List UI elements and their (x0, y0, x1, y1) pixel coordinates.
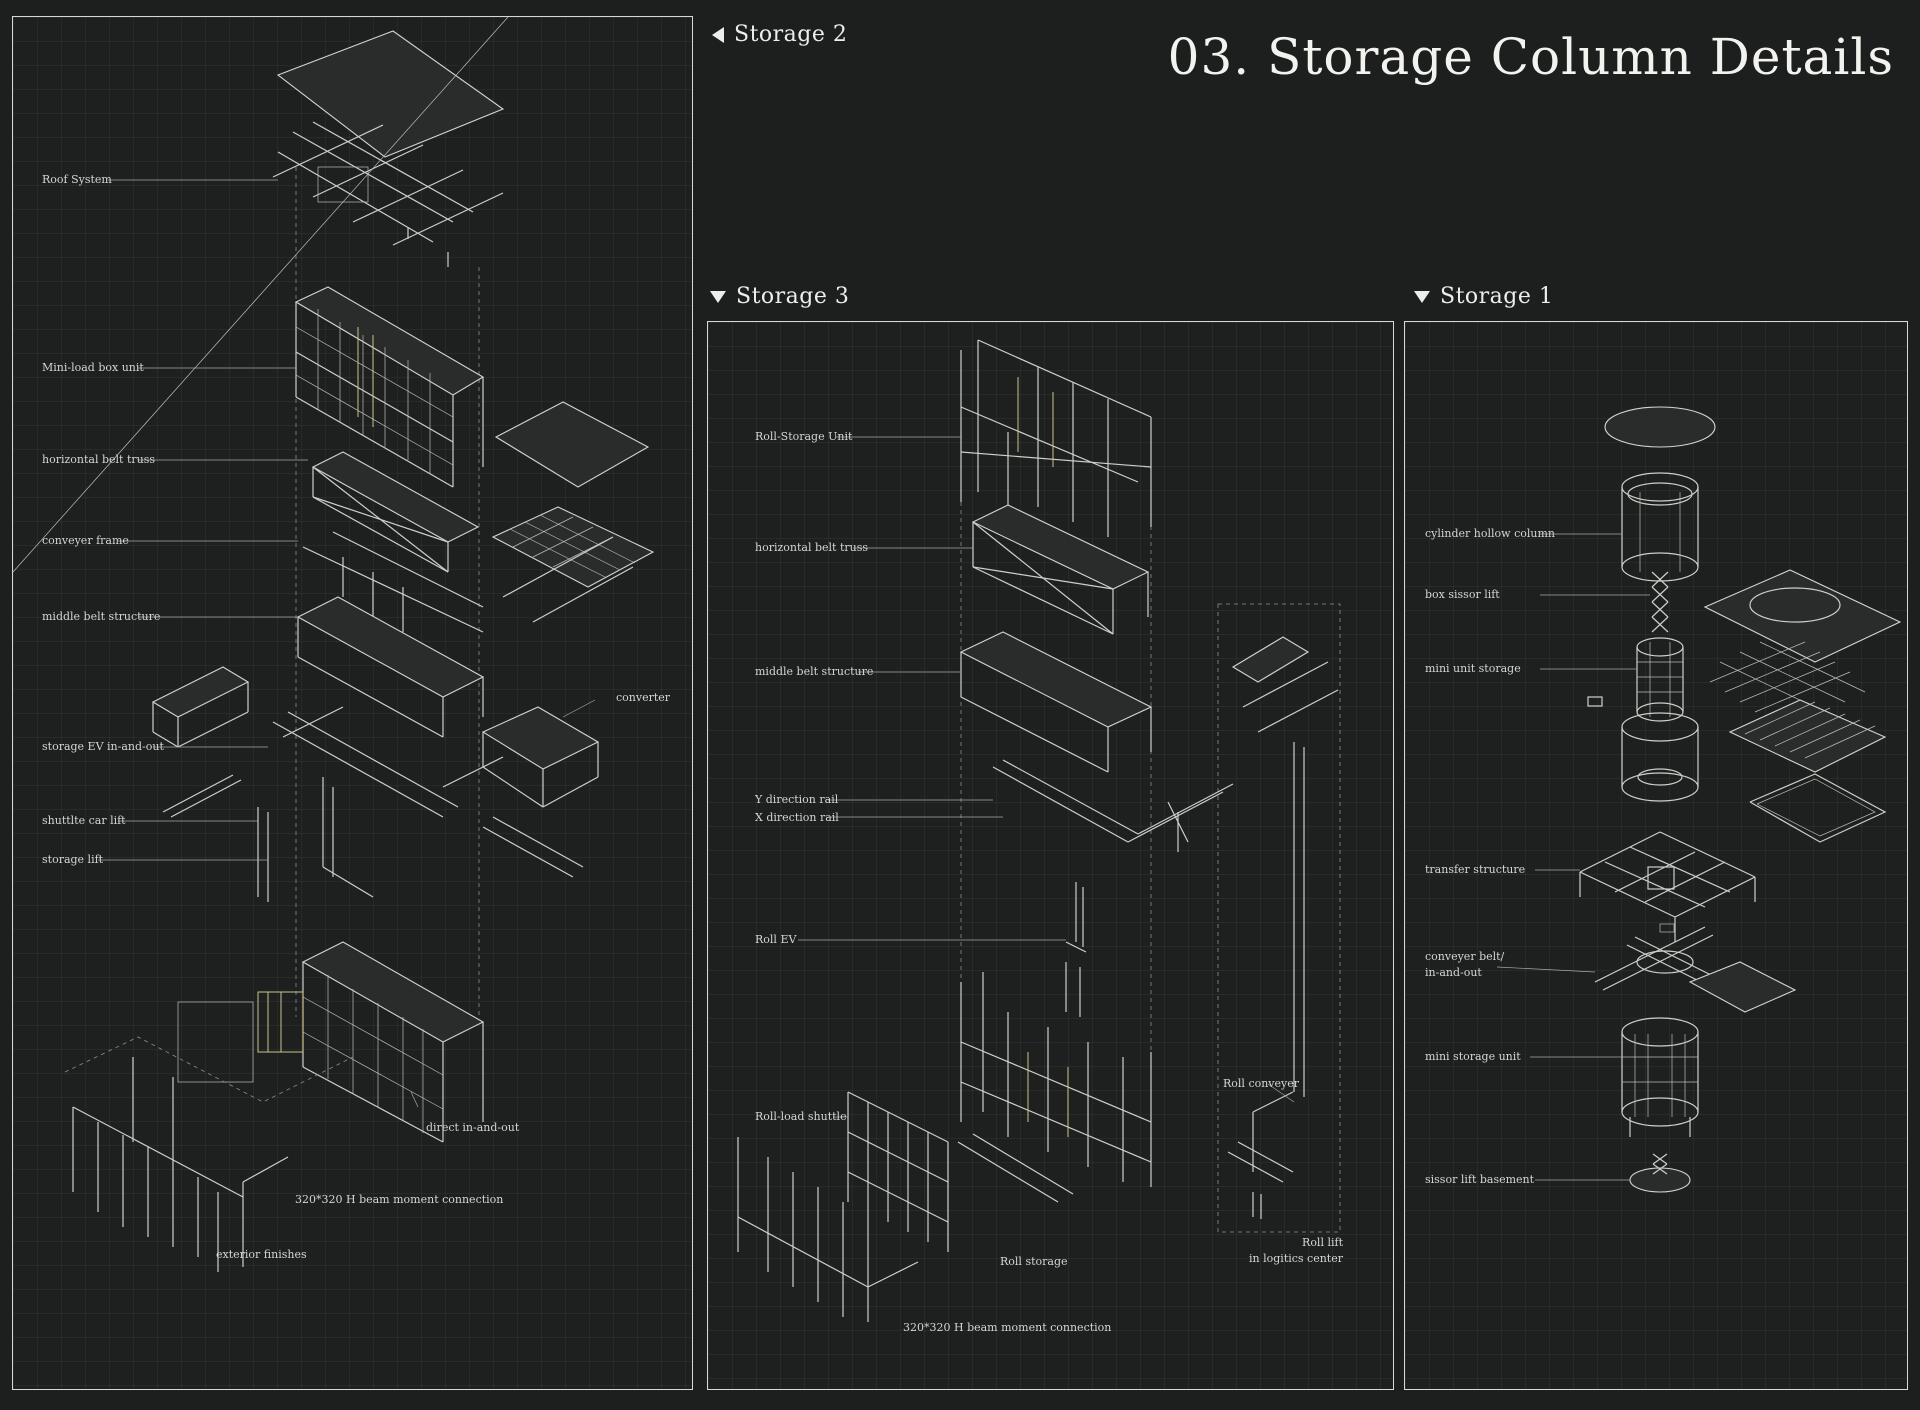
storage2-exploded-axonometric (12, 16, 655, 1272)
storage2-label-h-beam-moment-connection: 320*320 H beam moment connection (295, 1193, 504, 1206)
storage2-label-storage-ev-in-and-out: storage EV in-and-out (42, 740, 164, 753)
storage3-label-roll-lift: Roll lift in logitics center (1249, 1235, 1343, 1267)
storage3-label-roll-ev: Roll EV (755, 933, 797, 946)
roll-lift-line2: in logitics center (1249, 1251, 1343, 1265)
storage3-panel: Roll-Storage Unit horizontal belt truss … (707, 321, 1394, 1390)
storage2-label-converter: converter (616, 691, 671, 704)
storage3-label-roll-conveyer: Roll conveyer (1223, 1077, 1300, 1090)
storage3-label-h-beam-moment-connection: 320*320 H beam moment connection (903, 1321, 1112, 1334)
storage3-label-x-direction-rail: X direction rail (755, 811, 839, 824)
page-title: 03. Storage Column Details (1167, 28, 1894, 86)
storage1-label-transfer-structure: transfer structure (1425, 863, 1526, 876)
conveyer-belt-line1: conveyer belt/ (1425, 950, 1505, 963)
storage2-label-horizontal-belt-truss: horizontal belt truss (42, 453, 156, 466)
storage1-panel: cylinder hollow column box sissor lift m… (1404, 321, 1908, 1390)
storage3-label-y-direction-rail: Y direction rail (755, 793, 839, 806)
storage2-label-storage-lift: storage lift (42, 853, 104, 866)
storage2-label-direct-in-and-out: direct in-and-out (426, 1121, 520, 1134)
storage3-heading-label: Storage 3 (736, 284, 850, 309)
storage1-exploded-axonometric (1496, 406, 1902, 1193)
storage3-label-horizontal-belt-truss: horizontal belt truss (755, 541, 869, 554)
storage2-label-roof-system: Roof System (42, 173, 112, 186)
roll-lift-line1: Roll lift (1302, 1236, 1343, 1249)
storage3-label-roll-storage-unit: Roll-Storage Unit (755, 430, 853, 443)
storage3-label-middle-belt-structure: middle belt structure (755, 665, 874, 678)
storage2-label-exterior-finishes: exterior finishes (216, 1248, 307, 1261)
triangle-left-icon (712, 26, 724, 43)
storage2-panel: Roof System Mini-load box unit horizonta… (12, 16, 693, 1390)
storage1-label-sissor-lift-basement: sissor lift basement (1425, 1173, 1535, 1186)
storage2-label-conveyer-frame: conveyer frame (42, 534, 129, 547)
storage2-label-mini-load-box-unit: Mini-load box unit (42, 361, 144, 374)
storage1-label-mini-unit-storage: mini unit storage (1425, 662, 1521, 675)
storage1-label-cylinder-hollow-column: cylinder hollow column (1425, 527, 1555, 540)
storage3-heading: Storage 3 (710, 284, 849, 309)
triangle-down-icon (1414, 290, 1430, 303)
storage2-heading: Storage 2 (712, 22, 847, 47)
storage1-label-box-sissor-lift: box sissor lift (1425, 588, 1500, 601)
storage1-label-mini-storage-unit: mini storage unit (1425, 1050, 1521, 1063)
conveyer-belt-line2: in-and-out (1425, 965, 1482, 979)
storage2-label-middle-belt-structure: middle belt structure (42, 610, 161, 623)
storage1-heading-label: Storage 1 (1440, 284, 1554, 309)
storage2-label-shuttle-car-lift: shuttlte car lift (42, 814, 126, 827)
storage1-heading: Storage 1 (1414, 284, 1553, 309)
storage3-exploded-axonometric (737, 339, 1341, 1322)
storage1-label-conveyer-belt: conveyer belt/ in-and-out (1425, 949, 1504, 981)
triangle-down-icon (710, 290, 726, 303)
storage2-heading-label: Storage 2 (734, 22, 848, 47)
storage3-label-roll-storage: Roll storage (1000, 1255, 1068, 1268)
storage3-label-roll-load-shuttle: Roll-load shuttle (755, 1110, 847, 1123)
